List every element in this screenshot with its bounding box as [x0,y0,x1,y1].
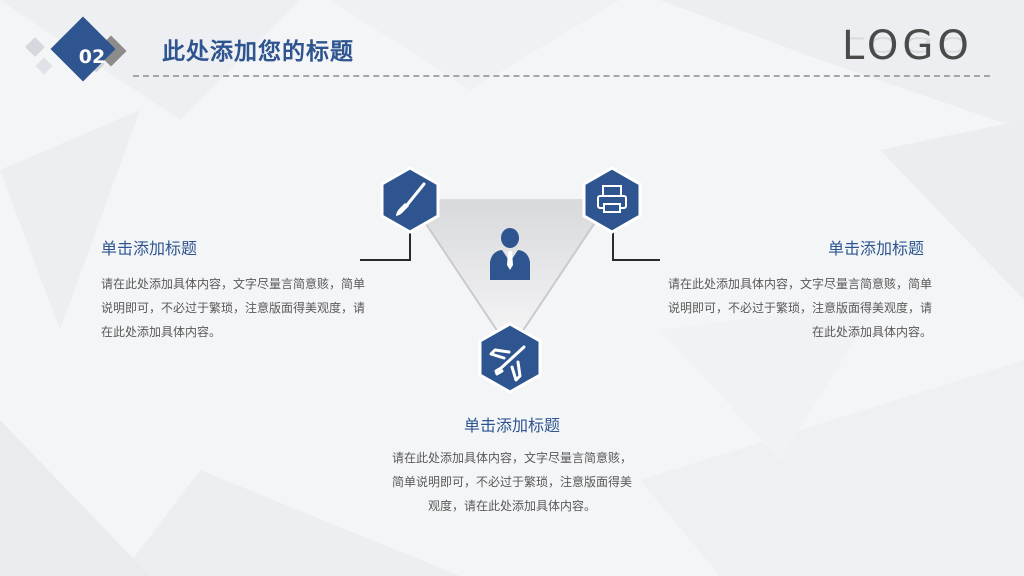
bottom-desc-line: 观度，请在此处添加具体内容。 [427,499,596,513]
businessman-icon [490,228,530,280]
right-item-description: 请在此处添加具体内容，文字尽量言简意赅，简单 说明即可，不必过于繁琐，注意版面得… [636,272,932,344]
section-badge: 02 [20,12,140,92]
printer-icon [582,166,642,234]
right-desc-line: 说明即可，不必过于繁琐，注意版面得美观度，请 [667,301,932,315]
paint-brush-icon [380,166,440,234]
section-number: 02 [78,46,106,68]
left-item-title: 单击添加标题 [101,239,198,258]
header-divider [133,75,990,77]
left-leader-line [360,228,411,261]
airplane-icon [478,322,542,394]
left-item-description: 请在此处添加具体内容，文字尽量言简意赅，简单 说明即可，不必过于繁琐，注意版面得… [101,272,391,344]
logo: LOGO [842,23,973,69]
logo-reflection: LOGO [842,32,973,56]
bottom-item-description: 请在此处添加具体内容，文字尽量言简意赅， 简单说明即可，不必过于繁琐，注意版面得… [372,446,652,518]
left-desc-line: 说明即可，不必过于繁琐，注意版面得美观度，请 [101,301,366,315]
page-title: 此处添加您的标题 [162,39,354,65]
bottom-item-title: 单击添加标题 [463,416,560,435]
right-leader-line [612,228,660,261]
right-desc-line: 请在此处添加具体内容，文字尽量言简意赅，简单 [667,277,932,291]
bottom-desc-line: 简单说明即可，不必过于繁琐，注意版面得美 [391,475,632,489]
left-desc-line: 在此处添加具体内容。 [101,325,222,339]
bottom-desc-line: 请在此处添加具体内容，文字尽量言简意赅， [391,451,632,465]
right-desc-line: 在此处添加具体内容。 [811,325,932,339]
triangle-diagram [360,166,660,394]
left-desc-line: 请在此处添加具体内容，文字尽量言简意赅，简单 [101,277,366,291]
right-item-title: 单击添加标题 [827,239,924,258]
